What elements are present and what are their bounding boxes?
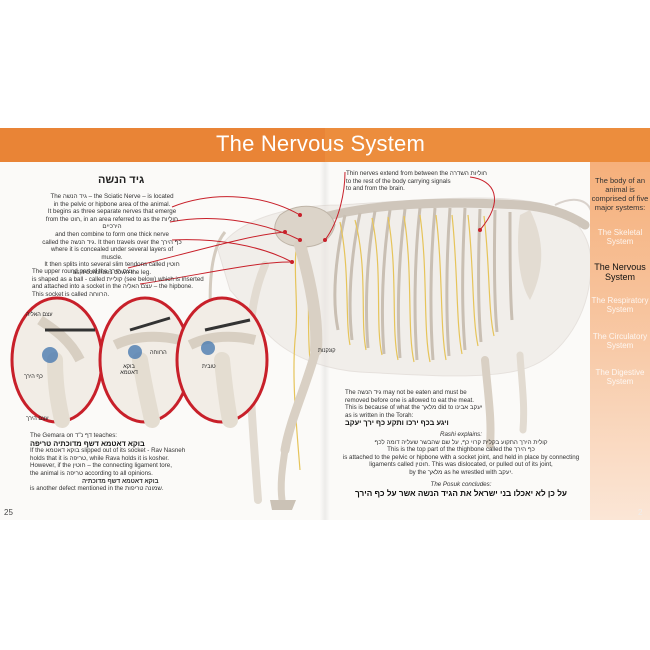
hip-line: This socket is called הרווחה. (32, 290, 110, 298)
title-banner (0, 128, 650, 162)
nerves (293, 214, 495, 471)
page-number-left: 25 (4, 508, 13, 517)
rashi-header: Rashi explains: (440, 431, 482, 438)
detail-circle-1 (10, 296, 104, 428)
label-kaf-hayarech: כף הירך (24, 374, 43, 380)
hip-line: and attached into a socket in the עצם הא… (32, 283, 194, 291)
intro-line: The גיד הנשה – the Sciatic Nerve – is lo… (50, 193, 174, 200)
pointer-dots (283, 213, 482, 264)
intro-line: It begins as three separate nerves that … (47, 208, 177, 216)
sciatic-intro-text: The גיד הנשה – the Sciatic Nerve – is lo… (42, 193, 182, 277)
sidebar-item-skeletal: The Skeletal System (597, 228, 643, 246)
label-socket: הרווחה (150, 350, 167, 356)
label-thighbone: עצם הירך (26, 416, 49, 422)
note-line: to the rest of the body carrying signals (346, 177, 451, 185)
note-line: Thin nerves extend from between the חולי… (346, 170, 487, 177)
intro-line: called the גיד הנשה. It then travels ove… (42, 238, 182, 246)
label-bukah-deatma: בוקא דאטמא (120, 364, 138, 377)
rear-hoof (270, 500, 296, 510)
label-hipbone: עצם האליה (26, 312, 53, 318)
gemara-line: If the בוקא דאטמא slipped out of its soc… (30, 447, 186, 455)
gemara-line: the animal is טריפה according to all opi… (30, 469, 153, 477)
page-title: The Nervous System (216, 131, 426, 156)
femur (294, 239, 323, 356)
sidebar-item-circulatory: The Circulatory System (592, 332, 648, 350)
intro-line: from the חוט, in an area referred to as … (45, 215, 179, 231)
scapula (518, 210, 542, 300)
gemara-line: בוקא דאטמא דשף מדוכתיה (82, 477, 159, 485)
intro-line: and then combine to form one thick nerve (55, 230, 169, 238)
banner-left (0, 128, 325, 162)
meat-line: removed before one is allowed to eat the… (345, 396, 474, 404)
nerves-note: Thin nerves extend from between the חולי… (346, 170, 496, 193)
front-leg (481, 356, 495, 449)
detail-circle-2 (98, 296, 192, 428)
intro-line: in the pelvic or hipbone area of the ani… (53, 200, 171, 208)
hip-joint-text: The upper round part of the עצם הירך is … (32, 268, 222, 298)
posuk-text: The Posuk concludes: על כן לא יאכלו בני … (336, 481, 586, 499)
spine (295, 198, 590, 230)
meat-line: as is written in the Torah: (345, 411, 414, 419)
sidebar-intro: The body of an animal is comprised of fi… (591, 176, 649, 212)
gemara-line: However, if the חוטין – the connecting l… (30, 462, 172, 470)
posuk-hebrew: על כן לא יאכלו בני ישראל את הגיד הנשה אש… (355, 488, 567, 498)
front-leg-far (516, 351, 528, 434)
gemara-text: The Gemara on דף נ"ד teaches: בוקא דאטמא… (30, 432, 270, 493)
gemara-line: The Gemara on דף נ"ד teaches: (30, 432, 118, 439)
sidebar-item-digestive: The Digestive System (595, 368, 645, 386)
note-line: to and from the brain. (346, 185, 405, 193)
sidebar-item-nervous: The Nervous System (594, 262, 646, 282)
gemara-line: is another defect mentioned in the שמונה… (30, 485, 164, 493)
intro-line: as it continues down the leg. (72, 268, 152, 276)
meat-line: ויגע בכף ירכו ותקע כף ירך יעקב (345, 418, 449, 428)
label-kunkanot: קונקנות (318, 348, 336, 354)
rashi-line: is attached to the pelvic or hipbone wit… (342, 453, 580, 461)
gemara-line: holds that it is טריפה, while Rava holds… (30, 454, 169, 462)
sidebar-item-respiratory: The Respiratory System (591, 296, 649, 314)
pelvis (274, 205, 336, 248)
page-number-right: 2 (638, 508, 643, 517)
ribcage (333, 207, 514, 361)
detail-circle-3 (175, 296, 269, 428)
banner-right (325, 128, 650, 162)
systems-sidebar (590, 162, 650, 520)
meat-text: The גיד הנשה may not be eaten and must b… (345, 389, 525, 427)
rashi-text: Rashi explains: קולית הירך התקוע בקלית ק… (336, 431, 586, 477)
meat-line: This is because of what the מלאך did to … (345, 404, 483, 412)
intro-line: where it is concealed under several laye… (50, 246, 174, 261)
tibia (280, 345, 321, 455)
rashi-line: by the מלאך as he wrestled with יעקב. (409, 468, 513, 476)
rashi-line: ligaments called חוטין. This was disloca… (369, 461, 553, 469)
meat-line: The גיד הנשה may not be eaten and must b… (345, 389, 467, 396)
pointer-lines (127, 171, 495, 285)
rear-cannon (277, 446, 289, 504)
intro-line: It then splits into several slim tendons… (44, 261, 180, 269)
gemara-line: בוקא דאטמא דשף מדוכתיה טריפה (30, 438, 145, 448)
label-tuvit: טובית (202, 364, 216, 370)
hebrew-heading: גיד הנשה (98, 174, 145, 186)
rashi-line: This is the top part of the thighbone ca… (387, 446, 535, 454)
hip-line: The upper round part of the עצם הירך (32, 268, 134, 275)
posuk-header: The Posuk concludes: (430, 481, 492, 488)
rashi-hebrew: קולית הירך התקוע בקלית קרוי כף, על שם שה… (374, 438, 548, 446)
hip-line: is shaped as a ball - called קוליית (see… (32, 275, 204, 283)
